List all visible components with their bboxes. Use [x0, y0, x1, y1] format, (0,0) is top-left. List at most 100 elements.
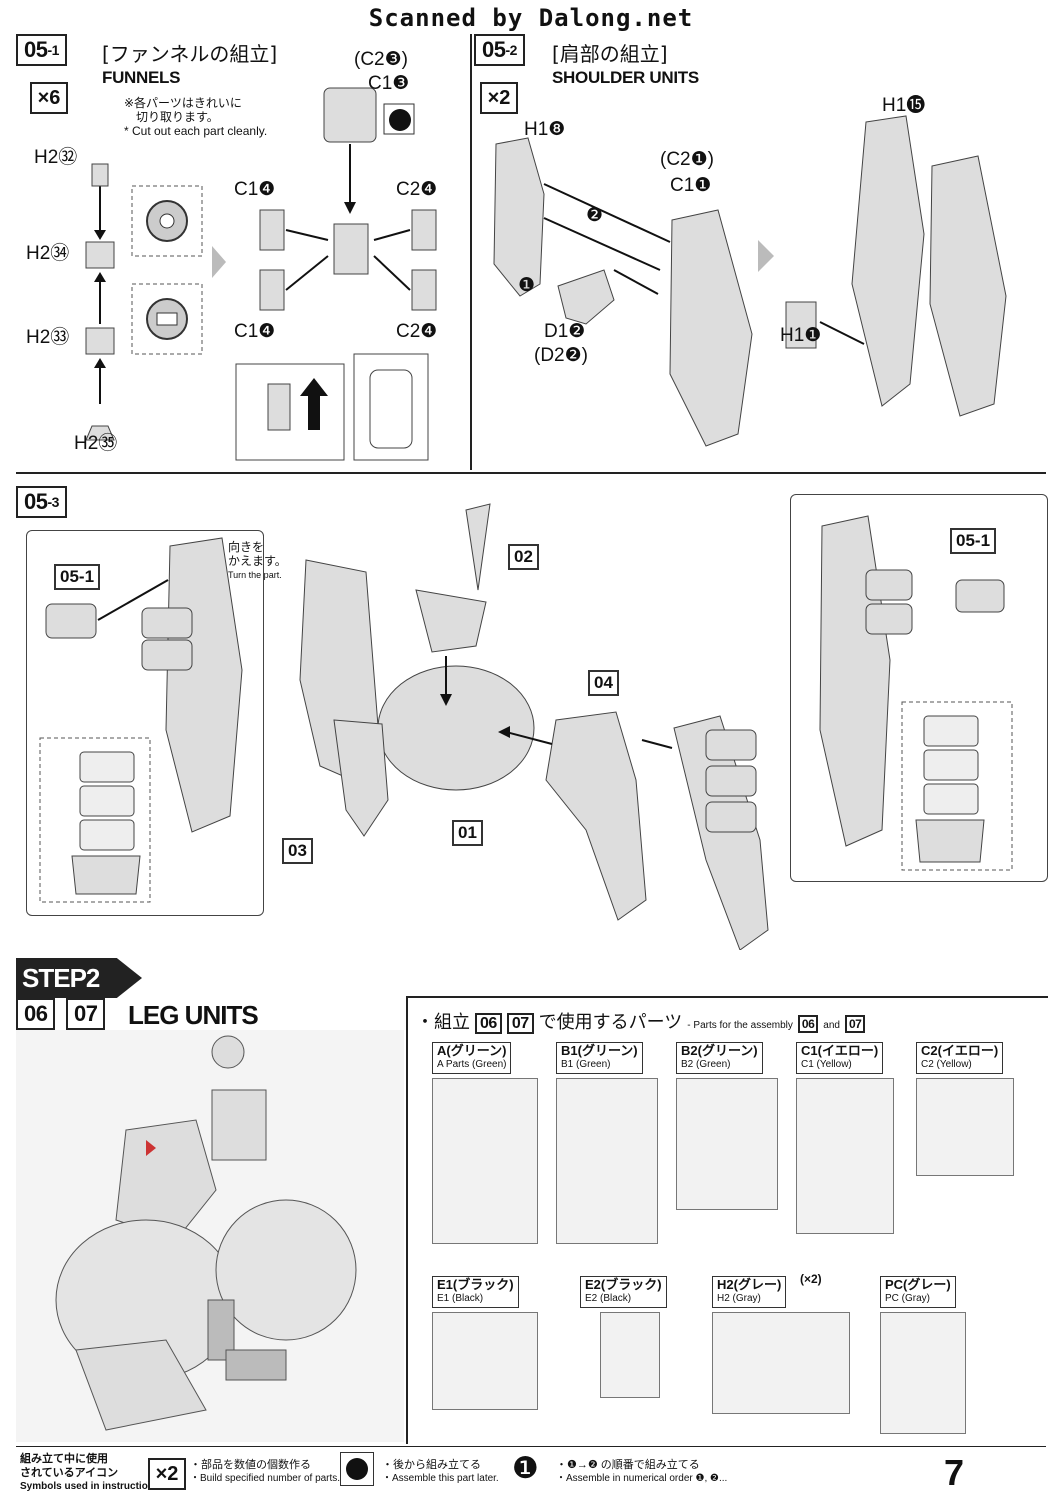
funnel-core [333, 223, 369, 275]
legend-qty-text: ・部品を数値の個数作る ・Build specified number of p… [190, 1459, 341, 1484]
step2-badge: STEP2 [16, 958, 142, 998]
vertical-divider [470, 34, 472, 470]
part-h1-15 [851, 115, 925, 407]
step-05-2-id: 05-2 [474, 34, 525, 66]
legend-bar [16, 1446, 1046, 1497]
step-05-2-title-en: SHOULDER UNITS [552, 68, 699, 87]
flow-arrow [212, 246, 226, 278]
callout-part-03: 03 [282, 838, 313, 864]
left-shoulder [165, 537, 243, 833]
label-c1-4-bottom: C1❹ [234, 321, 276, 342]
label-h2-34: H2㉞ [26, 243, 70, 264]
step-05-1-quantity: ×6 [30, 82, 68, 114]
order-2: ❷ [586, 205, 604, 226]
part-c1-3 [323, 87, 377, 143]
part-h1-8 [493, 137, 545, 297]
legend-qty-icon: ×2 [148, 1458, 186, 1490]
runner-h2-multiplier: (×2) [800, 1272, 822, 1286]
label-h2-32: H2㉜ [34, 147, 78, 168]
label-c1-3: C1❸ [368, 73, 410, 94]
funnel [141, 607, 193, 639]
scan-watermark: Scanned by Dalong.net [368, 4, 694, 32]
turn-note: 向きを かえます。 Turn the part. [228, 540, 287, 580]
cut-note: ※各パーツはきれいに 切り取ります。 * Cut out each part c… [124, 96, 268, 138]
runner-label-e1: E1(ブラック)E1 (Black) [432, 1276, 519, 1308]
label-h1-1: H1❶ [780, 325, 822, 346]
step-05-1-id: 05-1 [16, 34, 67, 66]
runner-c2 [916, 1078, 1014, 1176]
label-c1-1: C1❶ [670, 175, 712, 196]
label-h1-8: H1❽ [524, 119, 566, 140]
callout-05-1-right: 05-1 [950, 528, 997, 554]
arrow-head [94, 230, 106, 240]
arrow-head [94, 358, 106, 368]
part-02-head [415, 589, 487, 653]
callout-part-04: 04 [588, 670, 619, 696]
label-c2-4-bottom: C2❹ [396, 321, 438, 342]
label-c1-4-top: C1❹ [234, 179, 276, 200]
step-05-2-panel: 05-2 [肩部の組立] SHOULDER UNITS ×2 H1❽ (C2❶)… [474, 34, 1046, 470]
step2-num-06: 06 [16, 998, 56, 1030]
runner-b1 [556, 1078, 658, 1244]
order-1: ❶ [518, 275, 536, 296]
legend-later-text: ・後から組み立てる ・Assemble this part later. [382, 1459, 499, 1484]
step-05-3-panel: 05-3 05-1 向きを かえます。 Turn the part. 05-1 [16, 480, 1048, 950]
part-03-arm [333, 719, 389, 837]
runner-label-h2: H2(グレー)H2 (Gray) [712, 1276, 787, 1308]
right-shoulder [673, 715, 769, 950]
legend-title: 組み立て中に使用 されているアイコン Symbols used in instr… [20, 1453, 160, 1492]
runner-label-a: A(グリーン)A Parts (Green) [432, 1042, 512, 1074]
label-h1-15: H1⓯ [882, 95, 926, 116]
shoulder-outer [929, 155, 1007, 417]
step-05-1-panel: 05-1 [ファンネルの組立] FUNNELS ×6 ※各パーツはきれいに 切り… [16, 34, 468, 470]
runner-e2 [600, 1312, 660, 1398]
runner-pc [880, 1312, 966, 1434]
runner-label-c2: C2(イエロー)C2 (Yellow) [916, 1042, 1004, 1074]
part-c1-1 [669, 209, 753, 447]
runner-h2 [712, 1312, 850, 1414]
label-c2-4-top: C2❹ [396, 179, 438, 200]
step-05-1-title-jp: [ファンネルの組立] [102, 42, 278, 66]
body-assembly-drawing [39, 503, 1013, 950]
label-h2-33: H2㉝ [26, 327, 70, 348]
step-05-3-id: 05-3 [16, 486, 67, 518]
legend-order-text: ・❶→❷ の順番で組み立てる ・Assemble in numerical or… [556, 1459, 728, 1484]
part-01-torso [377, 665, 535, 791]
callout-part-02: 02 [508, 544, 539, 570]
label-d1-2: D1❷ [544, 321, 586, 342]
horizontal-divider [16, 472, 1046, 474]
legend-order-icon: ❶ [512, 1452, 539, 1485]
step-05-2-title-jp: [肩部の組立] [552, 42, 668, 66]
leg-preview-drawing [55, 1035, 357, 1431]
funnel-parts-drawing [85, 87, 437, 461]
part-04-arm [545, 711, 647, 921]
part-h1-1 [785, 301, 817, 349]
part-h2-35 [85, 425, 115, 441]
parts-panel [406, 996, 1048, 1444]
funnel [45, 603, 97, 639]
step2-title: LEG UNITS [128, 1000, 259, 1030]
label-c2-3: (C2❸) [354, 49, 408, 70]
page-number: 7 [944, 1452, 965, 1493]
runner-e1 [432, 1312, 538, 1410]
arrow-head [94, 272, 106, 282]
part-h2-32 [91, 163, 109, 187]
legend-later-icon [340, 1452, 374, 1486]
runner-b2 [676, 1078, 778, 1210]
antenna [465, 503, 491, 591]
flow-arrow [758, 240, 774, 272]
callout-part-01: 01 [452, 820, 483, 846]
runner-label-b2: B2(グリーン)B2 (Green) [676, 1042, 763, 1074]
runner-a [432, 1078, 538, 1244]
label-d2-2: (D2❷) [534, 345, 588, 366]
runner-c1 [796, 1078, 894, 1234]
runner-label-pc: PC(グレー)PC (Gray) [880, 1276, 956, 1308]
runner-label-b1: B1(グリーン)B1 (Green) [556, 1042, 643, 1074]
label-c2-1: (C2❶) [660, 149, 714, 170]
runner-label-e2: E2(ブラック)E2 (Black) [580, 1276, 667, 1308]
step2-num-07: 07 [66, 998, 106, 1030]
label-h2-35: H2㉟ [74, 433, 118, 454]
step-05-1-title-en: FUNNELS [102, 68, 181, 87]
step-05-2-quantity: ×2 [480, 82, 518, 114]
part-d1-2 [557, 269, 615, 325]
